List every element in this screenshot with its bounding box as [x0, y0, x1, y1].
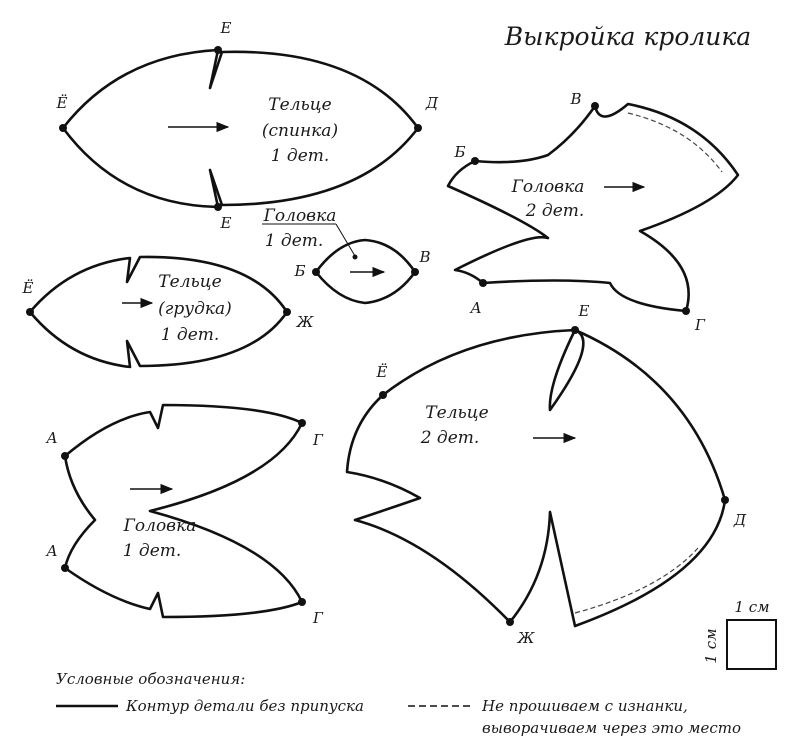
point-label: Е: [220, 19, 232, 37]
point-ye-marker: [571, 326, 579, 334]
piece-count: 1 дет.: [265, 231, 324, 251]
point-a-marker: [61, 564, 69, 572]
point-ye-marker: [214, 203, 222, 211]
legend: Условные обозначения: Контур детали без …: [56, 670, 741, 737]
point-b-marker: [312, 268, 320, 276]
piece-label: Головка: [123, 516, 197, 536]
piece-label: Тельце: [158, 272, 221, 292]
piece-label: Головка: [263, 206, 337, 226]
piece-count: 1 дет.: [271, 146, 330, 166]
leader-dot: [352, 254, 358, 260]
legend-heading: Условные обозначения:: [56, 670, 245, 688]
point-d-marker: [414, 124, 422, 132]
piece-count: 2 дет.: [525, 201, 585, 221]
scale-square: [726, 619, 777, 670]
point-label: Г: [312, 431, 324, 449]
point-label: Е: [220, 214, 232, 232]
scale-reference: 1 см 1 см: [702, 598, 777, 670]
point-label: Ё: [22, 279, 34, 297]
point-zh-marker: [506, 618, 514, 626]
point-g-marker: [682, 307, 690, 315]
point-label: А: [45, 542, 57, 560]
point-label: Д: [733, 511, 747, 529]
point-label: А: [469, 299, 481, 317]
point-b-marker: [471, 157, 479, 165]
piece-label: Головка: [511, 177, 585, 197]
piece-count: 2 дет.: [420, 428, 480, 448]
point-label: Г: [694, 316, 706, 334]
leader-line: [335, 223, 356, 257]
point-label: А: [45, 429, 57, 447]
point-v-marker: [411, 268, 419, 276]
legend-solid-text: Контур детали без припуска: [125, 697, 364, 715]
point-label: Ё: [56, 94, 68, 112]
point-a-marker: [479, 279, 487, 287]
point-yo-marker: [59, 124, 67, 132]
legend-dashed-text-1: Не прошиваем с изнанки,: [481, 697, 688, 715]
point-yo-marker: [379, 391, 387, 399]
point-label: Г: [312, 609, 324, 627]
point-d-marker: [721, 496, 729, 504]
point-label: Б: [453, 143, 465, 161]
piece-label: Тельце: [425, 403, 488, 423]
point-g-marker: [298, 419, 306, 427]
scale-label-horizontal: 1 см: [734, 598, 769, 616]
point-label: В: [418, 248, 430, 266]
piece-count: 1 дет.: [123, 541, 182, 561]
piece-label: Тельце: [268, 95, 331, 115]
point-zh-marker: [283, 308, 291, 316]
point-label: Е: [578, 302, 590, 320]
piece-body-large: Тельце 2 дет. Е Ё Д Ж: [345, 302, 747, 647]
scale-label-vertical: 1 см: [702, 628, 720, 663]
point-label: Д: [425, 94, 439, 112]
point-label: В: [569, 90, 581, 108]
piece-body-back: Тельце (спинка) 1 дет. Е Ё Д Е: [56, 19, 439, 232]
point-label: Ж: [296, 313, 315, 331]
point-label: Ё: [376, 363, 388, 381]
piece-label: (грудка): [158, 299, 232, 319]
piece-label: (спинка): [262, 121, 338, 141]
point-ye-marker: [214, 46, 222, 54]
piece-head-left: Головка 1 дет. А Г А Г: [45, 403, 324, 627]
piece-head-center: Головка 1 дет. Б В: [262, 206, 431, 305]
point-label: Б: [293, 262, 305, 280]
piece-head-right: Головка 2 дет. В Б А Г: [446, 90, 740, 334]
piece-body-breast: Тельце (грудка) 1 дет. Ё Ж: [22, 255, 315, 369]
point-g-marker: [298, 598, 306, 606]
pattern-title: Выкройка кролика: [504, 22, 751, 51]
point-v-marker: [591, 102, 599, 110]
point-a-marker: [61, 452, 69, 460]
legend-dashed-text-2: выворачиваем через это место: [482, 719, 741, 737]
piece-count: 1 дет.: [161, 325, 220, 345]
point-label: Ж: [517, 629, 536, 647]
point-yo-marker: [26, 308, 34, 316]
